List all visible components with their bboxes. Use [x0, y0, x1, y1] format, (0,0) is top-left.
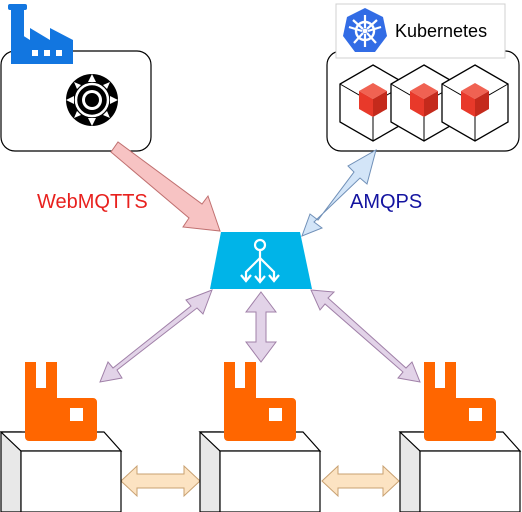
broker-arrow-right — [310, 289, 421, 383]
webmqtts-arrow — [110, 141, 221, 232]
gear-icon — [66, 74, 118, 126]
amqps-arrow — [301, 148, 377, 237]
factory-icon — [8, 4, 73, 64]
server-box-icon — [398, 431, 522, 512]
pod-cube-3 — [441, 64, 509, 142]
server-box-icon — [0, 431, 123, 512]
broker-arrow-center — [245, 291, 277, 363]
server-box-icon — [198, 431, 322, 512]
load-balancer-icon — [210, 232, 312, 289]
cluster-arrow-left — [120, 464, 201, 498]
rabbitmq-logo-icon — [25, 362, 97, 441]
broker-arrow-left — [99, 289, 213, 383]
cluster-arrow-right — [321, 464, 400, 498]
rabbitmq-logo-icon — [224, 362, 296, 441]
rabbitmq-logo-icon — [424, 362, 496, 441]
kubernetes-label: Kubernetes — [395, 21, 487, 41]
amqps-label: AMQPS — [350, 191, 422, 213]
webmqtts-label: WebMQTTS — [37, 191, 148, 213]
kubernetes-logo-icon — [343, 8, 387, 52]
